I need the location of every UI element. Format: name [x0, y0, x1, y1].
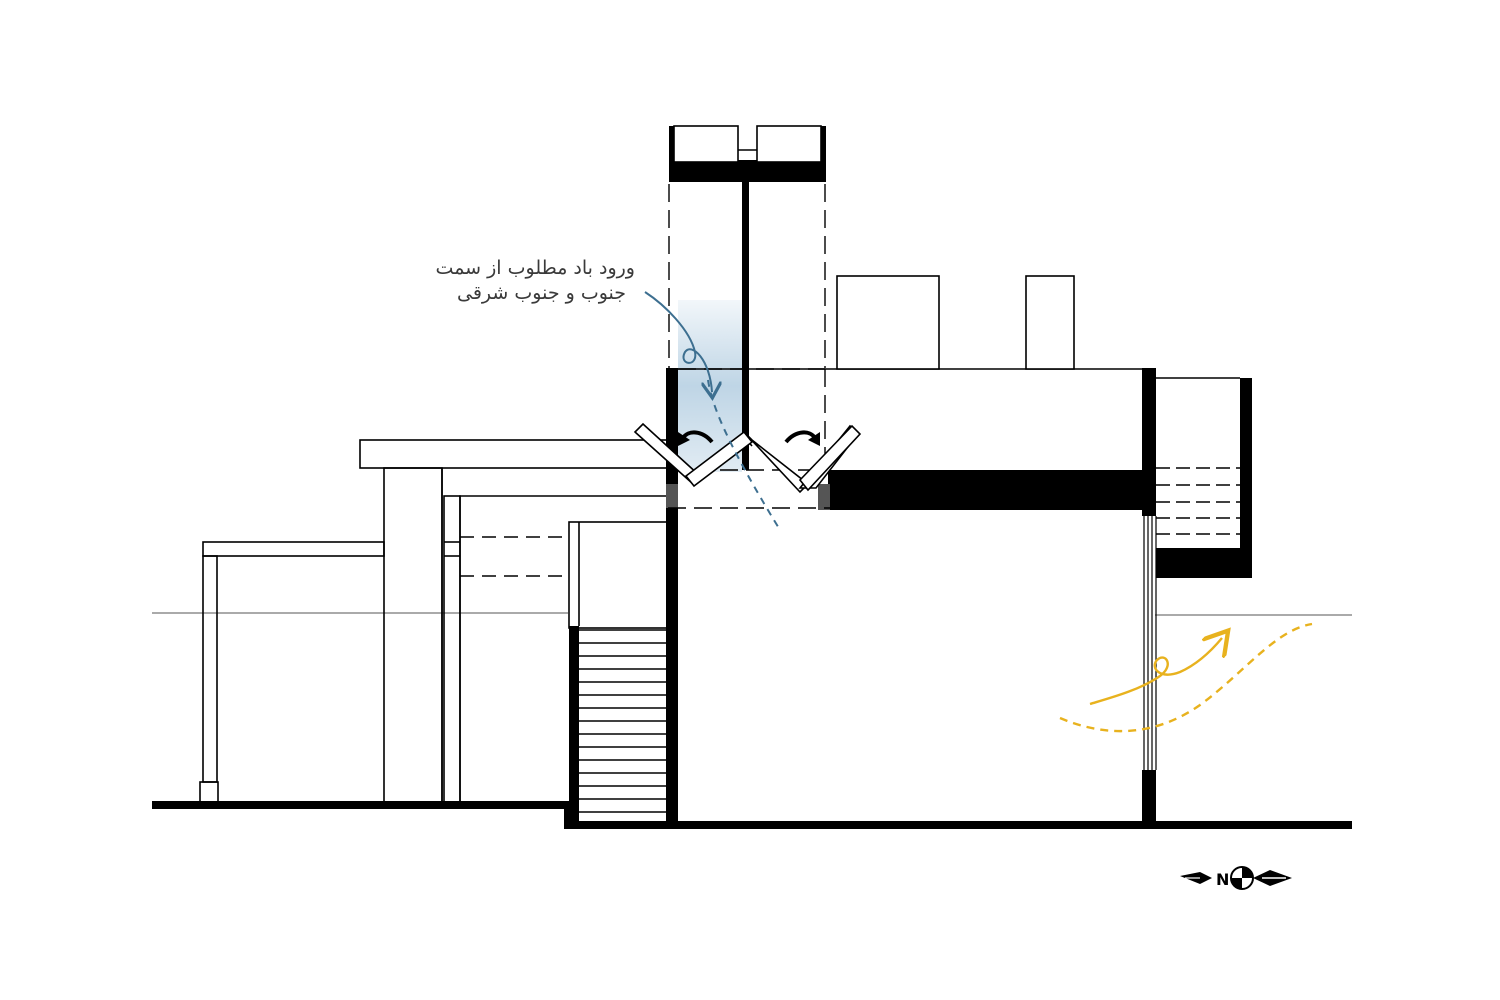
wind-outflow-arrow — [1059, 622, 1313, 733]
main-building — [666, 275, 1157, 824]
right-balcony — [1156, 377, 1252, 578]
wind-inflow-arrow — [644, 291, 781, 531]
tower-dashed-outline — [668, 184, 830, 509]
annotation-line-2: جنوب و جنوب شرقی — [457, 282, 626, 304]
north-arrow-icon: N — [1180, 866, 1292, 890]
pergola-dashed-lines — [460, 536, 570, 577]
pergola-structure — [199, 439, 669, 803]
window-glazing — [1143, 516, 1157, 770]
rotate-arrow-icon — [678, 430, 820, 446]
compass-letter: N — [1216, 870, 1229, 889]
stair-block — [568, 521, 669, 826]
stair-treads — [579, 629, 668, 813]
balcony-dashed-lines — [1156, 467, 1240, 535]
wind-catcher-tower — [669, 125, 826, 470]
louver-flaps — [633, 422, 862, 494]
annotation-line-1: ورود باد مطلوب از سمت — [435, 257, 635, 279]
ground-slab — [152, 801, 1352, 829]
